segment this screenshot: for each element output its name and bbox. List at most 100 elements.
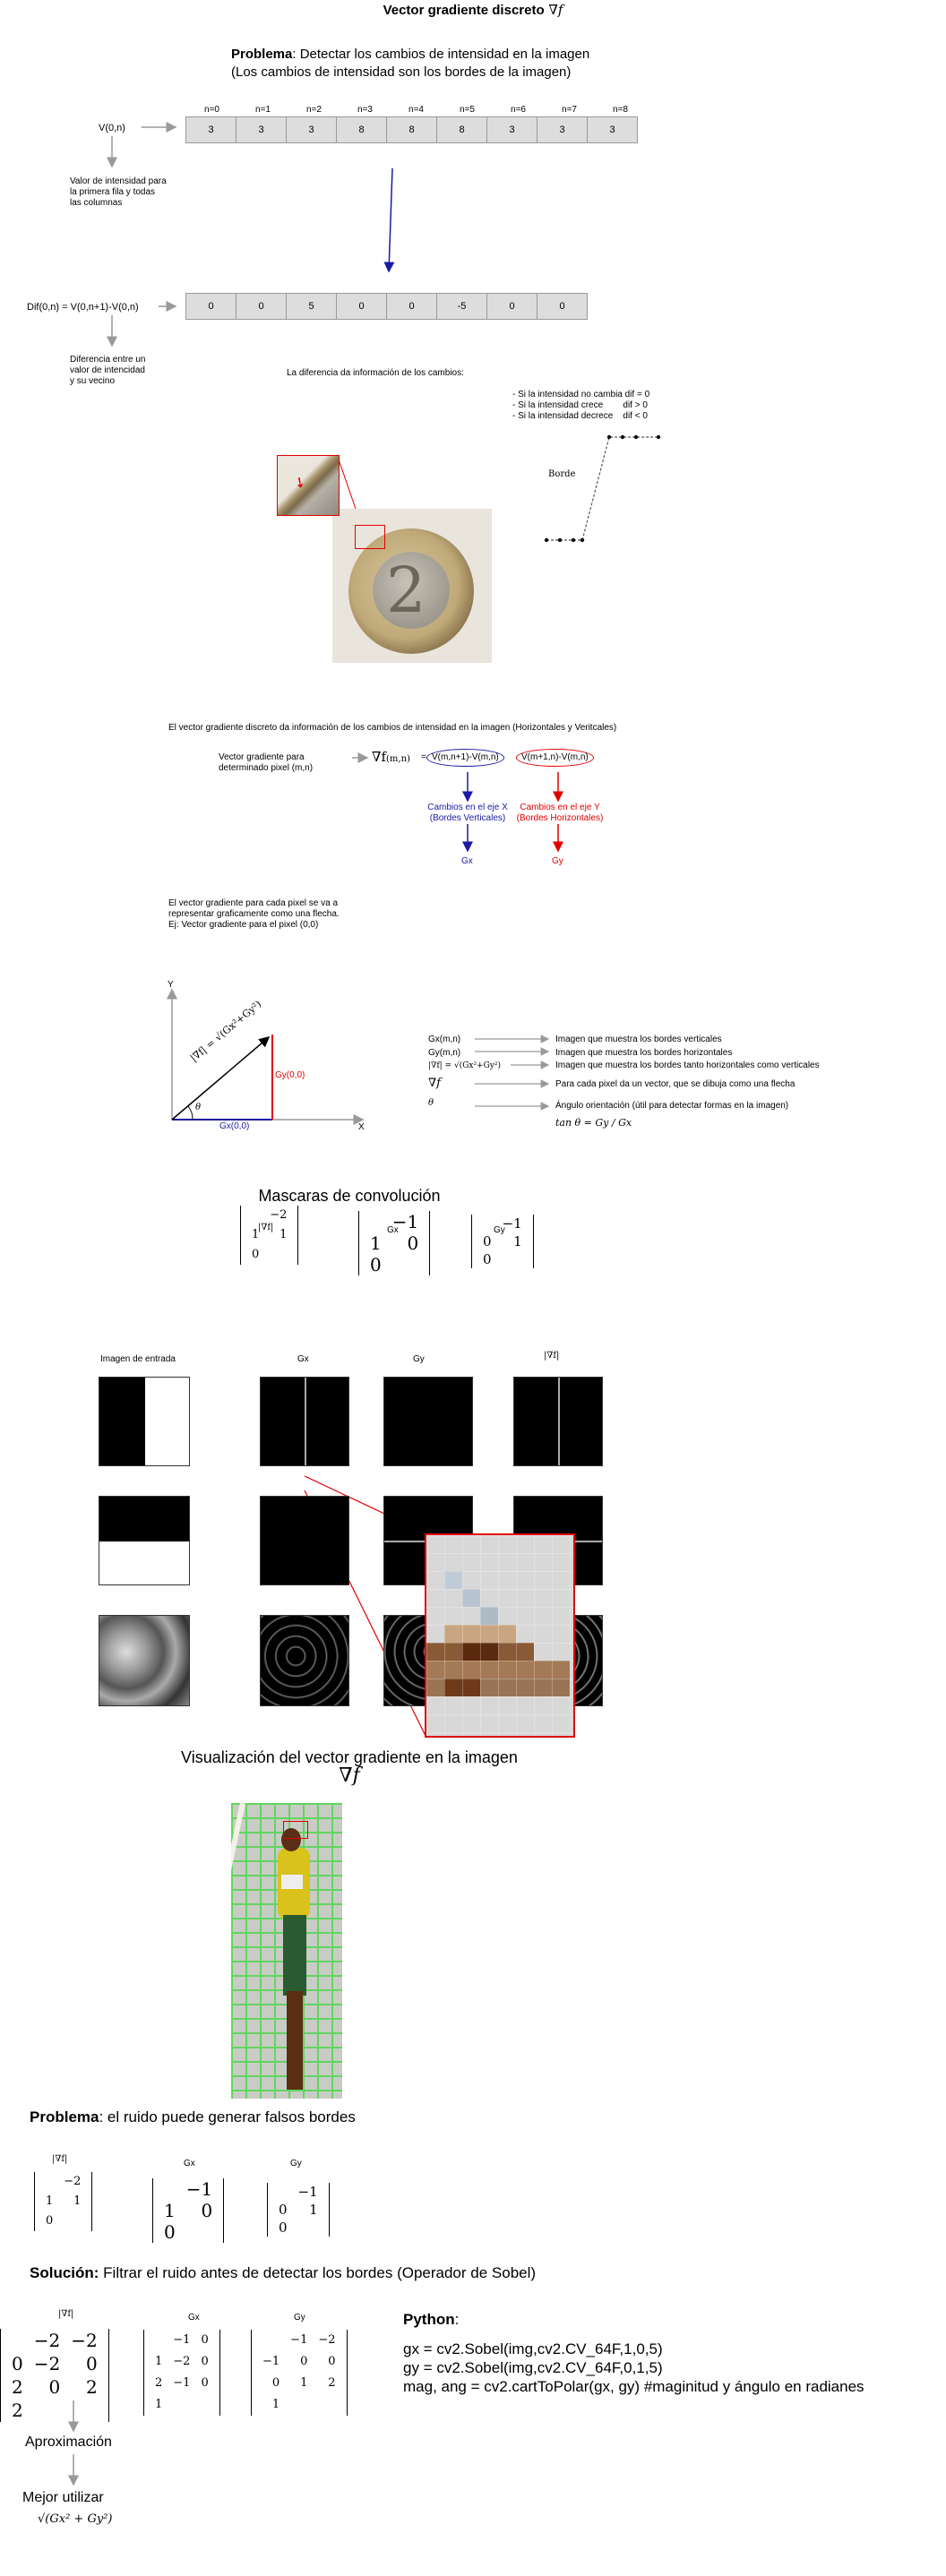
matrix-cell: 1: [271, 2398, 280, 2411]
v-values-1: 3: [236, 116, 287, 143]
diff-info: La diferencia da información de los camb…: [287, 368, 464, 378]
mask-label-gy: Gy: [494, 1225, 505, 1235]
viz-subtitle: ∇f: [339, 1765, 360, 1787]
matrix-cell: 0: [252, 1248, 260, 1261]
v-values-0: 3: [185, 116, 236, 143]
matrix-cell: 1: [164, 2200, 176, 2221]
bib-icon: [281, 1875, 303, 1889]
problem-heading: Problema: Detectar los cambios de intens…: [231, 47, 590, 62]
aprox-label: Aproximación: [25, 2434, 112, 2450]
matrix-cell: 1: [252, 1228, 260, 1241]
dif-values-6: 0: [486, 293, 538, 320]
input-image-peppers: [99, 1615, 190, 1706]
legend-values: Imagen que muestra los bordes verticales…: [555, 1035, 820, 1111]
matrix-cell: 0: [328, 2355, 336, 2368]
v-headers-2: n=2: [306, 105, 322, 115]
v-values-2: 3: [286, 116, 337, 143]
dif-values-2: 5: [286, 293, 337, 320]
matrix-cell: 0: [483, 1233, 492, 1249]
matrix-cell: 0: [300, 2355, 308, 2368]
axis-x-label: X: [358, 1122, 365, 1132]
matrix-cell: −2: [318, 2333, 336, 2347]
v-headers-6: n=6: [511, 105, 526, 115]
matrix-cell: 0: [201, 2376, 209, 2390]
python-title: Python:: [403, 2311, 460, 2328]
borde-label: Borde: [548, 469, 576, 479]
gy-image-vertical: [383, 1377, 473, 1466]
input-image-horizontal: [99, 1496, 190, 1585]
matrix-cell: 0: [48, 2376, 61, 2398]
matrix-cell: −2: [71, 2330, 98, 2351]
matrix-cell: 2: [328, 2376, 336, 2390]
matrix-cell: −1: [502, 1215, 522, 1232]
v-values-6: 3: [486, 116, 538, 143]
matrix-cell: 1: [280, 1228, 288, 1241]
mask-label-nabla: |∇f|: [258, 1223, 274, 1232]
grad-y-component: V(m+1,n)-V(m,n): [516, 749, 594, 767]
v-headers-4: n=4: [408, 105, 424, 115]
matrix-cell: 0: [407, 1232, 419, 1254]
sobel-label-nabla: |∇f|: [58, 2309, 74, 2319]
theta-label: θ: [195, 1103, 202, 1112]
gy00-label: Gy(0,0): [275, 1070, 305, 1080]
matrix-cell: 0: [12, 2353, 23, 2374]
p2-label-gy: Gy: [290, 2159, 302, 2168]
grad-info: El vector gradiente discreto da informac…: [168, 723, 617, 733]
sobel-label-gx: Gx: [188, 2313, 200, 2323]
matrix-cell: 1: [155, 2355, 163, 2368]
nabla-image-vertical: [513, 1377, 603, 1466]
python-code: gx = cv2.Sobel(img,cv2.CV_64F,1,0,5) gy …: [403, 2340, 864, 2395]
matrix-cell: 2: [85, 2376, 98, 2398]
mask-label-gx: Gx: [387, 1225, 399, 1235]
input-image-vertical: [99, 1377, 190, 1466]
matrix-cell: 0: [85, 2353, 98, 2374]
tan-formula: tan θ = Gy / Gx: [555, 1117, 632, 1129]
matrix-cell: −2: [270, 1208, 288, 1222]
matrix-cell: −1: [297, 2184, 318, 2200]
coin-digit: 2: [386, 554, 426, 627]
dif-values-1: 0: [236, 293, 287, 320]
v-values-5: 8: [436, 116, 487, 143]
v-label: V(0,n): [99, 123, 125, 133]
matrix-cell: 0: [483, 1251, 492, 1267]
runner-image: [231, 1803, 342, 2099]
problem2-heading: Problema: el ruido puede generar falsos …: [30, 2108, 356, 2125]
matrix-cell: −1: [262, 2355, 280, 2368]
matrix-cell: −2: [64, 2175, 82, 2188]
dif-values-4: 0: [386, 293, 437, 320]
v-values-7: 3: [537, 116, 588, 143]
red-arrow-icon: ➘: [290, 473, 309, 494]
v-values-4: 8: [386, 116, 437, 143]
grad-formula-lhs: ∇f(m,n): [372, 749, 410, 765]
v-headers-1: n=1: [255, 105, 271, 115]
dif-values-5: -5: [436, 293, 487, 320]
matrix-cell: 0: [164, 2221, 176, 2243]
matrix-cell: 2: [12, 2376, 23, 2398]
img-label-gx: Gx: [297, 1354, 309, 1364]
matrix-cell: −1: [391, 1211, 419, 1232]
matrix-cell: 1: [300, 2376, 308, 2390]
gx-image-vertical: [260, 1377, 349, 1466]
legend-keys: Gx(m,n) Gy(m,n) |∇f| = √(Gx²+Gy²) ∇f θ: [428, 1035, 501, 1108]
v-headers-5: n=5: [460, 105, 475, 115]
runner-zoom: [425, 1533, 575, 1738]
matrix-cell: −2: [33, 2330, 61, 2351]
gx-image-horizontal: [260, 1496, 349, 1585]
matrix-cell: 1: [155, 2398, 163, 2411]
v-values-8: 3: [587, 116, 638, 143]
matrix-cell: 0: [201, 2355, 209, 2368]
masks-title: Mascaras de convolución: [258, 1187, 441, 1205]
matrix-cell: −2: [33, 2353, 61, 2374]
mejor-formula: √(Gx² + Gy²): [38, 2512, 113, 2526]
coin-image: 2: [332, 509, 492, 663]
matrix-cell: 0: [46, 2214, 54, 2228]
dif-label: Dif(0,n) = V(0,n+1)-V(0,n): [27, 302, 139, 313]
